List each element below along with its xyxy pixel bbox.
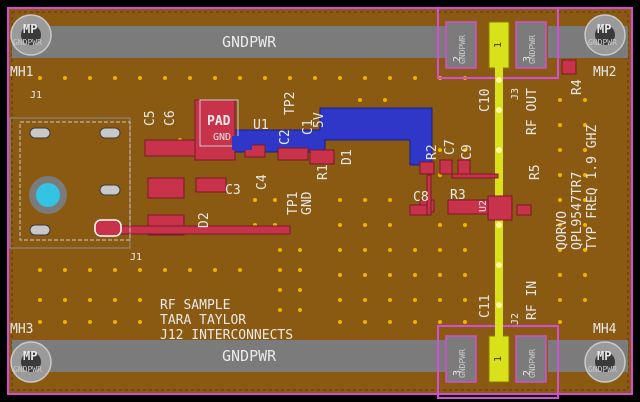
sma-connector-bottom[interactable]	[437, 325, 559, 399]
r3-ref: R3	[450, 188, 466, 203]
board-inner-outline	[11, 11, 629, 391]
mounting-hole-mh4[interactable]	[584, 341, 626, 383]
mh3-badge: MP	[23, 349, 38, 363]
part-vendor: QORVO	[555, 210, 570, 250]
r1-ref: R1	[316, 164, 331, 180]
r5-ref: R5	[528, 164, 543, 180]
j-bottom-pin-b: 1	[493, 355, 504, 362]
u1-footprint[interactable]	[199, 99, 239, 147]
mh4-ref: MH4	[593, 322, 617, 337]
via-field	[38, 76, 587, 324]
rf-out-label: RF OUT	[525, 88, 540, 135]
silk-author: TARA TAYLOR	[160, 313, 247, 328]
tp1-ref: TP1	[286, 191, 301, 215]
sv-label: 5V	[312, 112, 327, 128]
mounting-hole-mh2[interactable]	[584, 14, 626, 56]
gndpwr-rail-bottom	[12, 340, 450, 372]
pad-label: PAD	[207, 114, 231, 129]
sma-connector-top[interactable]	[437, 7, 559, 79]
board-outline	[7, 7, 633, 395]
mounting-hole-mh3[interactable]	[10, 341, 52, 383]
silk-company: J12 INTERCONNECTS	[160, 328, 294, 343]
tp2-ref: TP2	[283, 91, 298, 115]
mh2-net: GNDPWR	[588, 38, 617, 47]
j1-jack[interactable]	[9, 117, 131, 249]
c7-ref: C7	[443, 139, 458, 155]
mounting-hole-mh1[interactable]	[10, 14, 52, 56]
mh4-net: GNDPWR	[588, 365, 617, 374]
gndpwr-label-top: GNDPWR	[222, 33, 277, 51]
gndpwr-label-bottom: GNDPWR	[222, 347, 277, 365]
j2-ref: J2	[510, 312, 521, 325]
c3-ref: C3	[225, 183, 241, 198]
rf-in-label: RF IN	[525, 280, 540, 320]
u2-ref: U2	[478, 199, 489, 212]
u1-ref: U1	[253, 118, 269, 133]
board-copper-fill	[8, 8, 632, 394]
c9-ref: C9	[460, 144, 475, 160]
c11-ref: C11	[478, 294, 493, 318]
part-number: QPL9547TR7	[570, 171, 585, 250]
j-top-net-c: GNDPWR	[528, 35, 537, 64]
j1-ref-top: J1	[30, 90, 43, 101]
mh1-ref: MH1	[10, 65, 34, 80]
mh2-ref: MH2	[593, 65, 617, 80]
j-top-net-a: GNDPWR	[458, 35, 467, 64]
c5-ref: C5	[143, 110, 158, 126]
mh3-ref: MH3	[10, 322, 34, 337]
d1-ref: D1	[340, 149, 355, 165]
mh1-badge: MP	[23, 22, 38, 36]
j-top-pin-b: 1	[493, 41, 504, 48]
c4-ref: C4	[255, 174, 270, 190]
mh4-badge: MP	[597, 349, 612, 363]
silk-title: RF SAMPLE	[160, 298, 231, 313]
c6-ref: C6	[163, 110, 178, 126]
c8-ref: C8	[413, 190, 429, 205]
c10-ref: C10	[478, 88, 493, 112]
rf-trace-vias	[496, 77, 502, 308]
mh2-badge: MP	[597, 22, 612, 36]
gnd-label: GND	[213, 132, 232, 143]
tp1-gnd: GND	[300, 191, 315, 215]
d2-ref: D2	[197, 212, 212, 228]
j-bottom-net-c: GNDPWR	[528, 349, 537, 378]
r4-ref: R4	[570, 79, 585, 95]
part-frequency: TYP FREQ 1.9 GHZ	[585, 124, 600, 250]
j-bottom-net-a: GNDPWR	[458, 349, 467, 378]
j1-ref-bottom: J1	[130, 252, 143, 263]
mh1-net: GNDPWR	[13, 38, 42, 47]
j3-ref: J3	[510, 87, 521, 100]
gndpwr-rail-top	[12, 26, 450, 58]
mh3-net: GNDPWR	[13, 365, 42, 374]
top-copper	[99, 59, 577, 236]
u1-pad-blue	[232, 136, 252, 150]
c2-ref: C2	[278, 129, 293, 145]
r2-ref: R2	[425, 144, 440, 160]
